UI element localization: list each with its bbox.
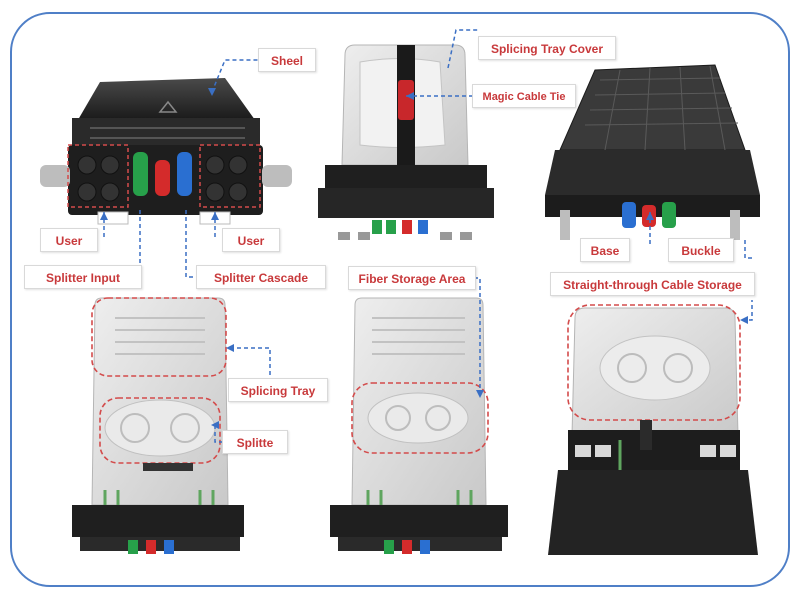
fiber-storage-highlight [351,382,489,454]
label-base: Base [580,238,630,262]
closure-closed-view [40,78,292,225]
label-splitte: Splitte [222,430,288,454]
label-straight-through-cable-storage: Straight-through Cable Storage [550,272,755,296]
user-highlight-left [67,144,129,208]
closure-splicing-tray-view [72,297,244,554]
splicing-tray-highlight [91,297,227,377]
blue-adapter [177,152,192,196]
label-splitter-input: Splitter Input [24,265,142,289]
closure-tray-cover-view [318,44,494,240]
cable-storage-highlight [567,304,741,421]
buckle-clip [730,210,740,240]
label-fiber-storage-area: Fiber Storage Area [348,266,476,290]
label-user-right: User [222,228,280,252]
label-user-left: User [40,228,98,252]
label-splitter-cascade: Splitter Cascade [196,265,326,289]
label-magic-cable-tie: Magic Cable Tie [472,84,576,108]
closure-fiber-storage-view [330,297,508,554]
outer-frame [10,12,790,587]
right-buckle-handle [262,165,292,187]
label-buckle: Buckle [668,238,734,262]
user-highlight-right [199,144,261,208]
closure-cable-storage-view [548,304,758,555]
label-splicing-tray-cover: Splicing Tray Cover [478,36,616,60]
leader-arrowheads [100,88,748,429]
green-adapter [133,152,148,196]
closure-base-view [545,64,760,240]
label-splicing-tray: Splicing Tray [228,378,328,402]
label-sheel: Sheel [258,48,316,72]
arrow-mark-icon [158,100,178,113]
red-adapter [155,160,170,196]
magic-cable-tie-red [398,80,414,120]
left-buckle-handle [40,165,70,187]
leader-lines [103,29,753,443]
